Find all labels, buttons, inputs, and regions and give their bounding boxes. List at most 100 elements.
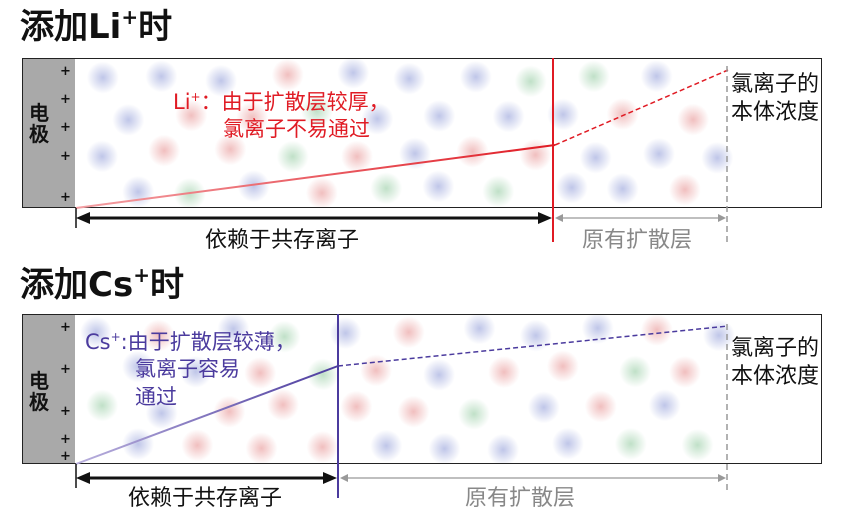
ion-dot [681, 429, 714, 461]
ion-dot [86, 61, 119, 94]
li-note: Li+：由于扩散层较厚， 氯离子不易通过 [173, 89, 433, 144]
ion-dot [640, 315, 673, 346]
ion-dot [392, 316, 425, 349]
cs-note: Cs+:由于扩散层较薄， 氯离子容易 通过 [85, 329, 355, 411]
panel-li-title: 添加Li+时 [20, 7, 172, 47]
ion-dot [456, 135, 489, 168]
plus-sign: + [60, 120, 71, 135]
coexist-ion-label: 依赖于共存离子 [128, 486, 283, 511]
panel-cs-title-main: 添加Cs [20, 265, 134, 305]
ion-dot [122, 350, 154, 383]
ion-dot [237, 170, 270, 203]
ion-dot [555, 171, 588, 204]
ion-dot [514, 65, 547, 98]
plus-sign: + [60, 320, 71, 335]
ion-dot [268, 320, 301, 353]
ion-dot [393, 62, 426, 95]
ion-dot [640, 60, 673, 93]
ion-dot [458, 397, 490, 430]
ion-dot [579, 141, 612, 174]
panel-li-title-main: 添加Li [20, 7, 122, 47]
panel-li-diagram: 电极 + + + + + 氯离子的本体浓度 Li+：由于扩散层较厚， 氯离子不易… [22, 58, 822, 208]
ion-dot [668, 173, 701, 206]
arrow-left-gray [555, 214, 563, 222]
note-line3: 通过 [135, 384, 177, 409]
ion-dot [271, 59, 304, 91]
ion-dot [361, 102, 394, 135]
note-sup: + [190, 90, 201, 104]
ion-dot [423, 100, 456, 132]
ion-dot [677, 103, 710, 136]
note-sup: + [110, 330, 121, 344]
ion-dot [244, 357, 277, 389]
ion-dot [581, 315, 614, 345]
ion-dot [300, 94, 333, 127]
panel-cs-title-tail: 时 [149, 265, 184, 305]
original-layer-label: 原有扩散层 [465, 486, 576, 511]
ion-dot [606, 98, 639, 131]
ion-dot [577, 60, 610, 93]
panel-cs-title-sup: + [133, 263, 150, 287]
arrow-left [76, 472, 90, 484]
plus-sign: + [60, 432, 71, 447]
ion-dot [648, 389, 681, 422]
plus-sign: + [60, 64, 71, 79]
ion-dot [614, 427, 647, 460]
arrow-right-gray [718, 474, 726, 482]
plus-sign: + [60, 92, 71, 107]
plus-sign: + [60, 449, 71, 464]
ion-dot [370, 429, 403, 462]
note-ion: Cs [85, 330, 111, 354]
note-ion: Li [173, 90, 191, 114]
concentration-label: 氯离子的本体浓度 [731, 72, 820, 125]
ion-dot [552, 427, 584, 460]
arrow-right-gray [718, 214, 726, 222]
ion-dot [423, 358, 456, 391]
panel-cs-title: 添加Cs+时 [20, 265, 184, 305]
ion-dot [701, 141, 734, 174]
arrow-right [538, 212, 552, 224]
ion-dot [205, 64, 238, 97]
ion-dot [547, 98, 580, 131]
ion-dot [145, 397, 178, 430]
ion-dot [145, 60, 178, 93]
note-line2: 氯离子容易 [135, 357, 240, 382]
ion-dot [527, 391, 560, 424]
ion-dot [341, 140, 373, 173]
note-line1: ：由于扩散层较厚， [200, 90, 390, 114]
ion-dot [112, 103, 145, 136]
ion-dot [80, 316, 113, 349]
ion-dot [142, 319, 175, 352]
ion-dot [214, 133, 247, 166]
ion-dot [337, 59, 370, 89]
ion-background [86, 59, 734, 207]
ion-dot [487, 433, 520, 463]
panel-cs-diagram: 电极 + + + + + 氯离子的本体浓度 Cs+:由于扩散层较薄， 氯离子容易… [22, 314, 822, 464]
ion-dot [179, 355, 212, 388]
arrow-left [76, 212, 90, 224]
ion-dot [305, 177, 338, 207]
electrode [23, 59, 75, 207]
ion-dot [370, 172, 403, 205]
ion-dot [459, 60, 492, 93]
concentration-label: 氯离子的本体浓度 [731, 336, 820, 389]
ion-dot [236, 101, 269, 134]
ion-dot [175, 99, 208, 132]
ion-dot [428, 432, 461, 463]
ion-dot [492, 100, 525, 133]
ion-dot [619, 355, 652, 388]
panel-li-title-sup: + [121, 5, 139, 29]
plus-sign: + [60, 149, 71, 164]
ion-dot [584, 390, 617, 423]
ion-dot [148, 134, 181, 167]
electrode-label: 电极 [29, 101, 49, 146]
ion-dot [340, 390, 373, 423]
electrode [23, 315, 75, 463]
coexist-ion-label: 依赖于共存离子 [205, 228, 360, 253]
ion-dot [360, 354, 392, 387]
plus-sign: + [60, 404, 71, 419]
ion-dot [306, 431, 339, 463]
ion-dot [217, 315, 250, 345]
